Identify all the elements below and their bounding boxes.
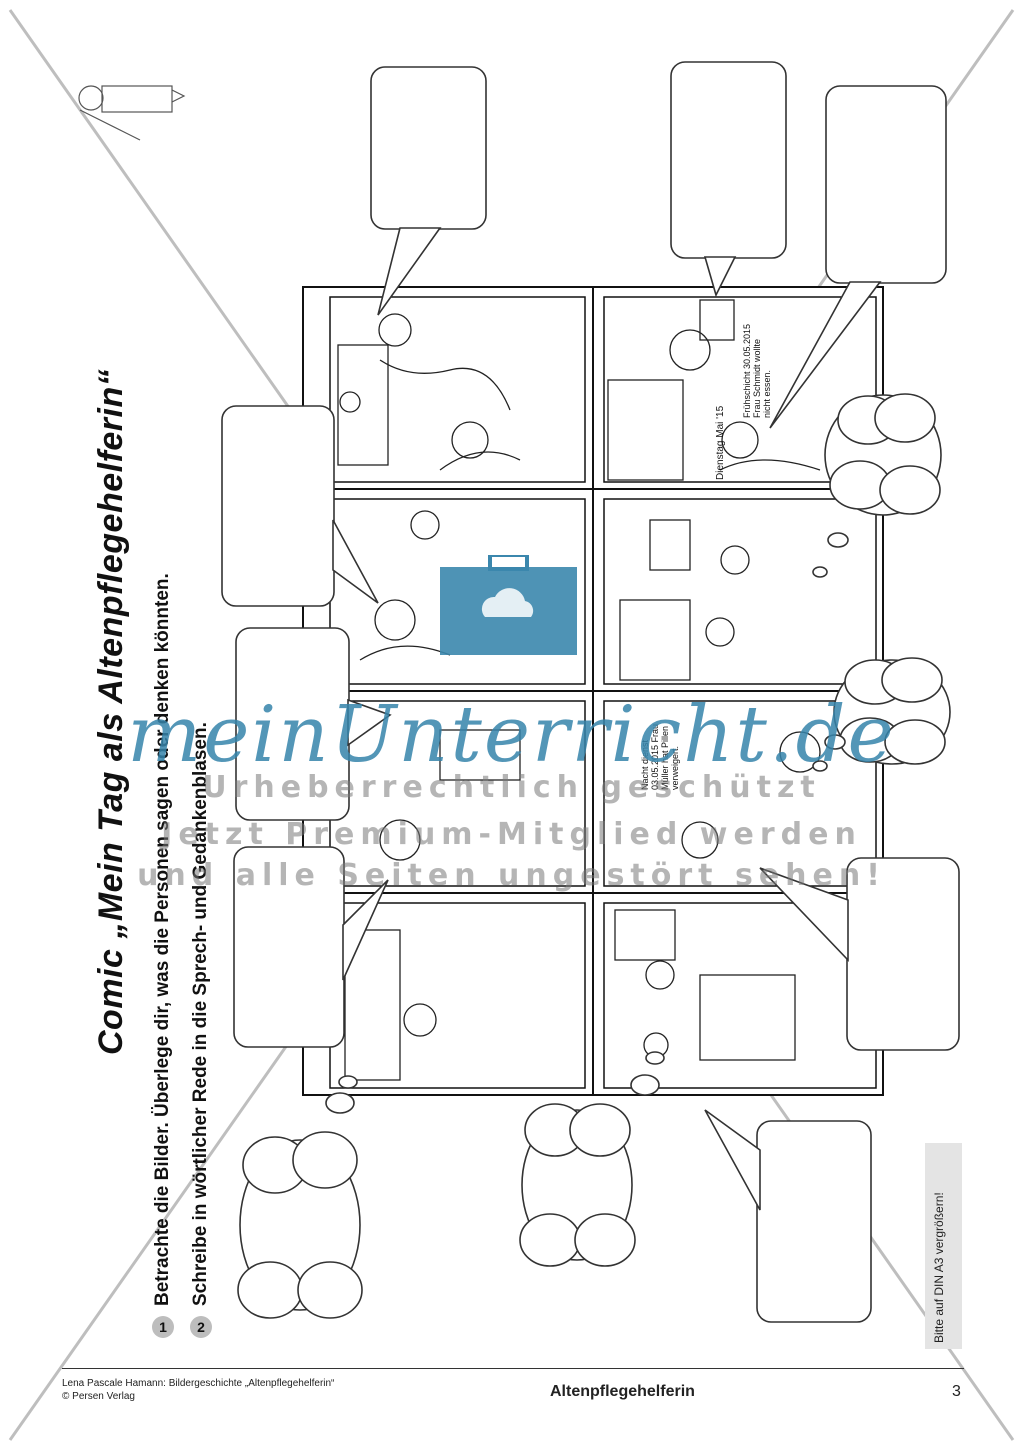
footer-subject: Altenpflegehelferin [550, 1383, 695, 1400]
task-number-badge: 2 [190, 1316, 212, 1338]
watermark-line-2: Jetzt Premium-Mitglied werden [161, 817, 862, 852]
footer-publisher: © Persen Verlag [62, 1391, 135, 1402]
page-number: 3 [952, 1383, 961, 1400]
thought-clouds [237, 393, 951, 1319]
enlarge-note-text: Bitte auf DIN A3 vergrößern! [932, 1192, 946, 1343]
task-1: 1 Betrachte die Bilder. Überlege dir, wa… [152, 573, 174, 1338]
watermark-line-3: und alle Seiten ungestört sehen! [137, 858, 886, 893]
watermark-briefcase-icon [440, 555, 577, 655]
task-number-badge: 1 [152, 1316, 174, 1338]
footer-divider [62, 1368, 964, 1369]
watermark-line-1: Urheberrechtlich geschützt [202, 770, 821, 805]
task-text: Betrachte die Bilder. Überlege dir, was … [152, 573, 173, 1306]
task-2: 2 Schreibe in wörtlicher Rede in die Spr… [190, 722, 212, 1338]
watermark-brand: meinUnterricht.de [127, 690, 896, 780]
speech-bubbles [221, 61, 960, 1323]
footer-author: Lena Pascale Hamann: Bildergeschichte „A… [62, 1378, 335, 1389]
enlarge-note-box: Bitte auf DIN A3 vergrößern! [925, 1143, 962, 1349]
figure-illustration [78, 85, 186, 141]
note-fruehschicht: Frühschicht 30.05.2015 Frau Schmidt woll… [742, 323, 772, 418]
panel-sketches [337, 299, 821, 1081]
calendar-label: Dienstag Mai '15 [715, 405, 726, 480]
task-text: Schreibe in wörtlicher Rede in die Sprec… [190, 722, 211, 1306]
